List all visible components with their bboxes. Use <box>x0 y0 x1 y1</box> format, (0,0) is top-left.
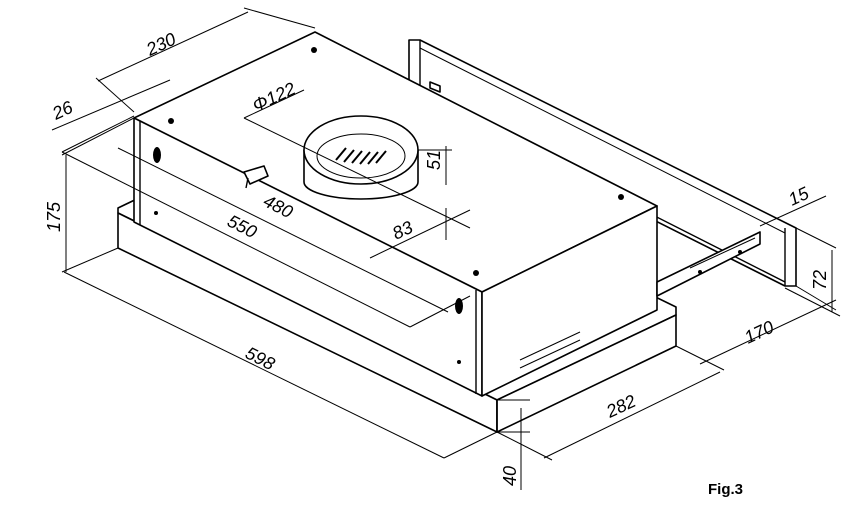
dim-170: 170 <box>741 317 777 348</box>
dim-282: 282 <box>602 391 639 422</box>
dimension-lines <box>51 7 841 490</box>
dim-175: 175 <box>44 201 64 232</box>
exhaust-spigot <box>303 115 419 200</box>
dim-15: 15 <box>785 183 812 210</box>
dim-26: 26 <box>48 97 76 124</box>
figure-label: Fig.3 <box>708 481 743 498</box>
dim-72: 72 <box>810 270 830 290</box>
dim-40: 40 <box>500 466 520 486</box>
dim-230: 230 <box>142 29 179 60</box>
dim-598: 598 <box>242 343 278 374</box>
dim-51: 51 <box>424 150 444 170</box>
